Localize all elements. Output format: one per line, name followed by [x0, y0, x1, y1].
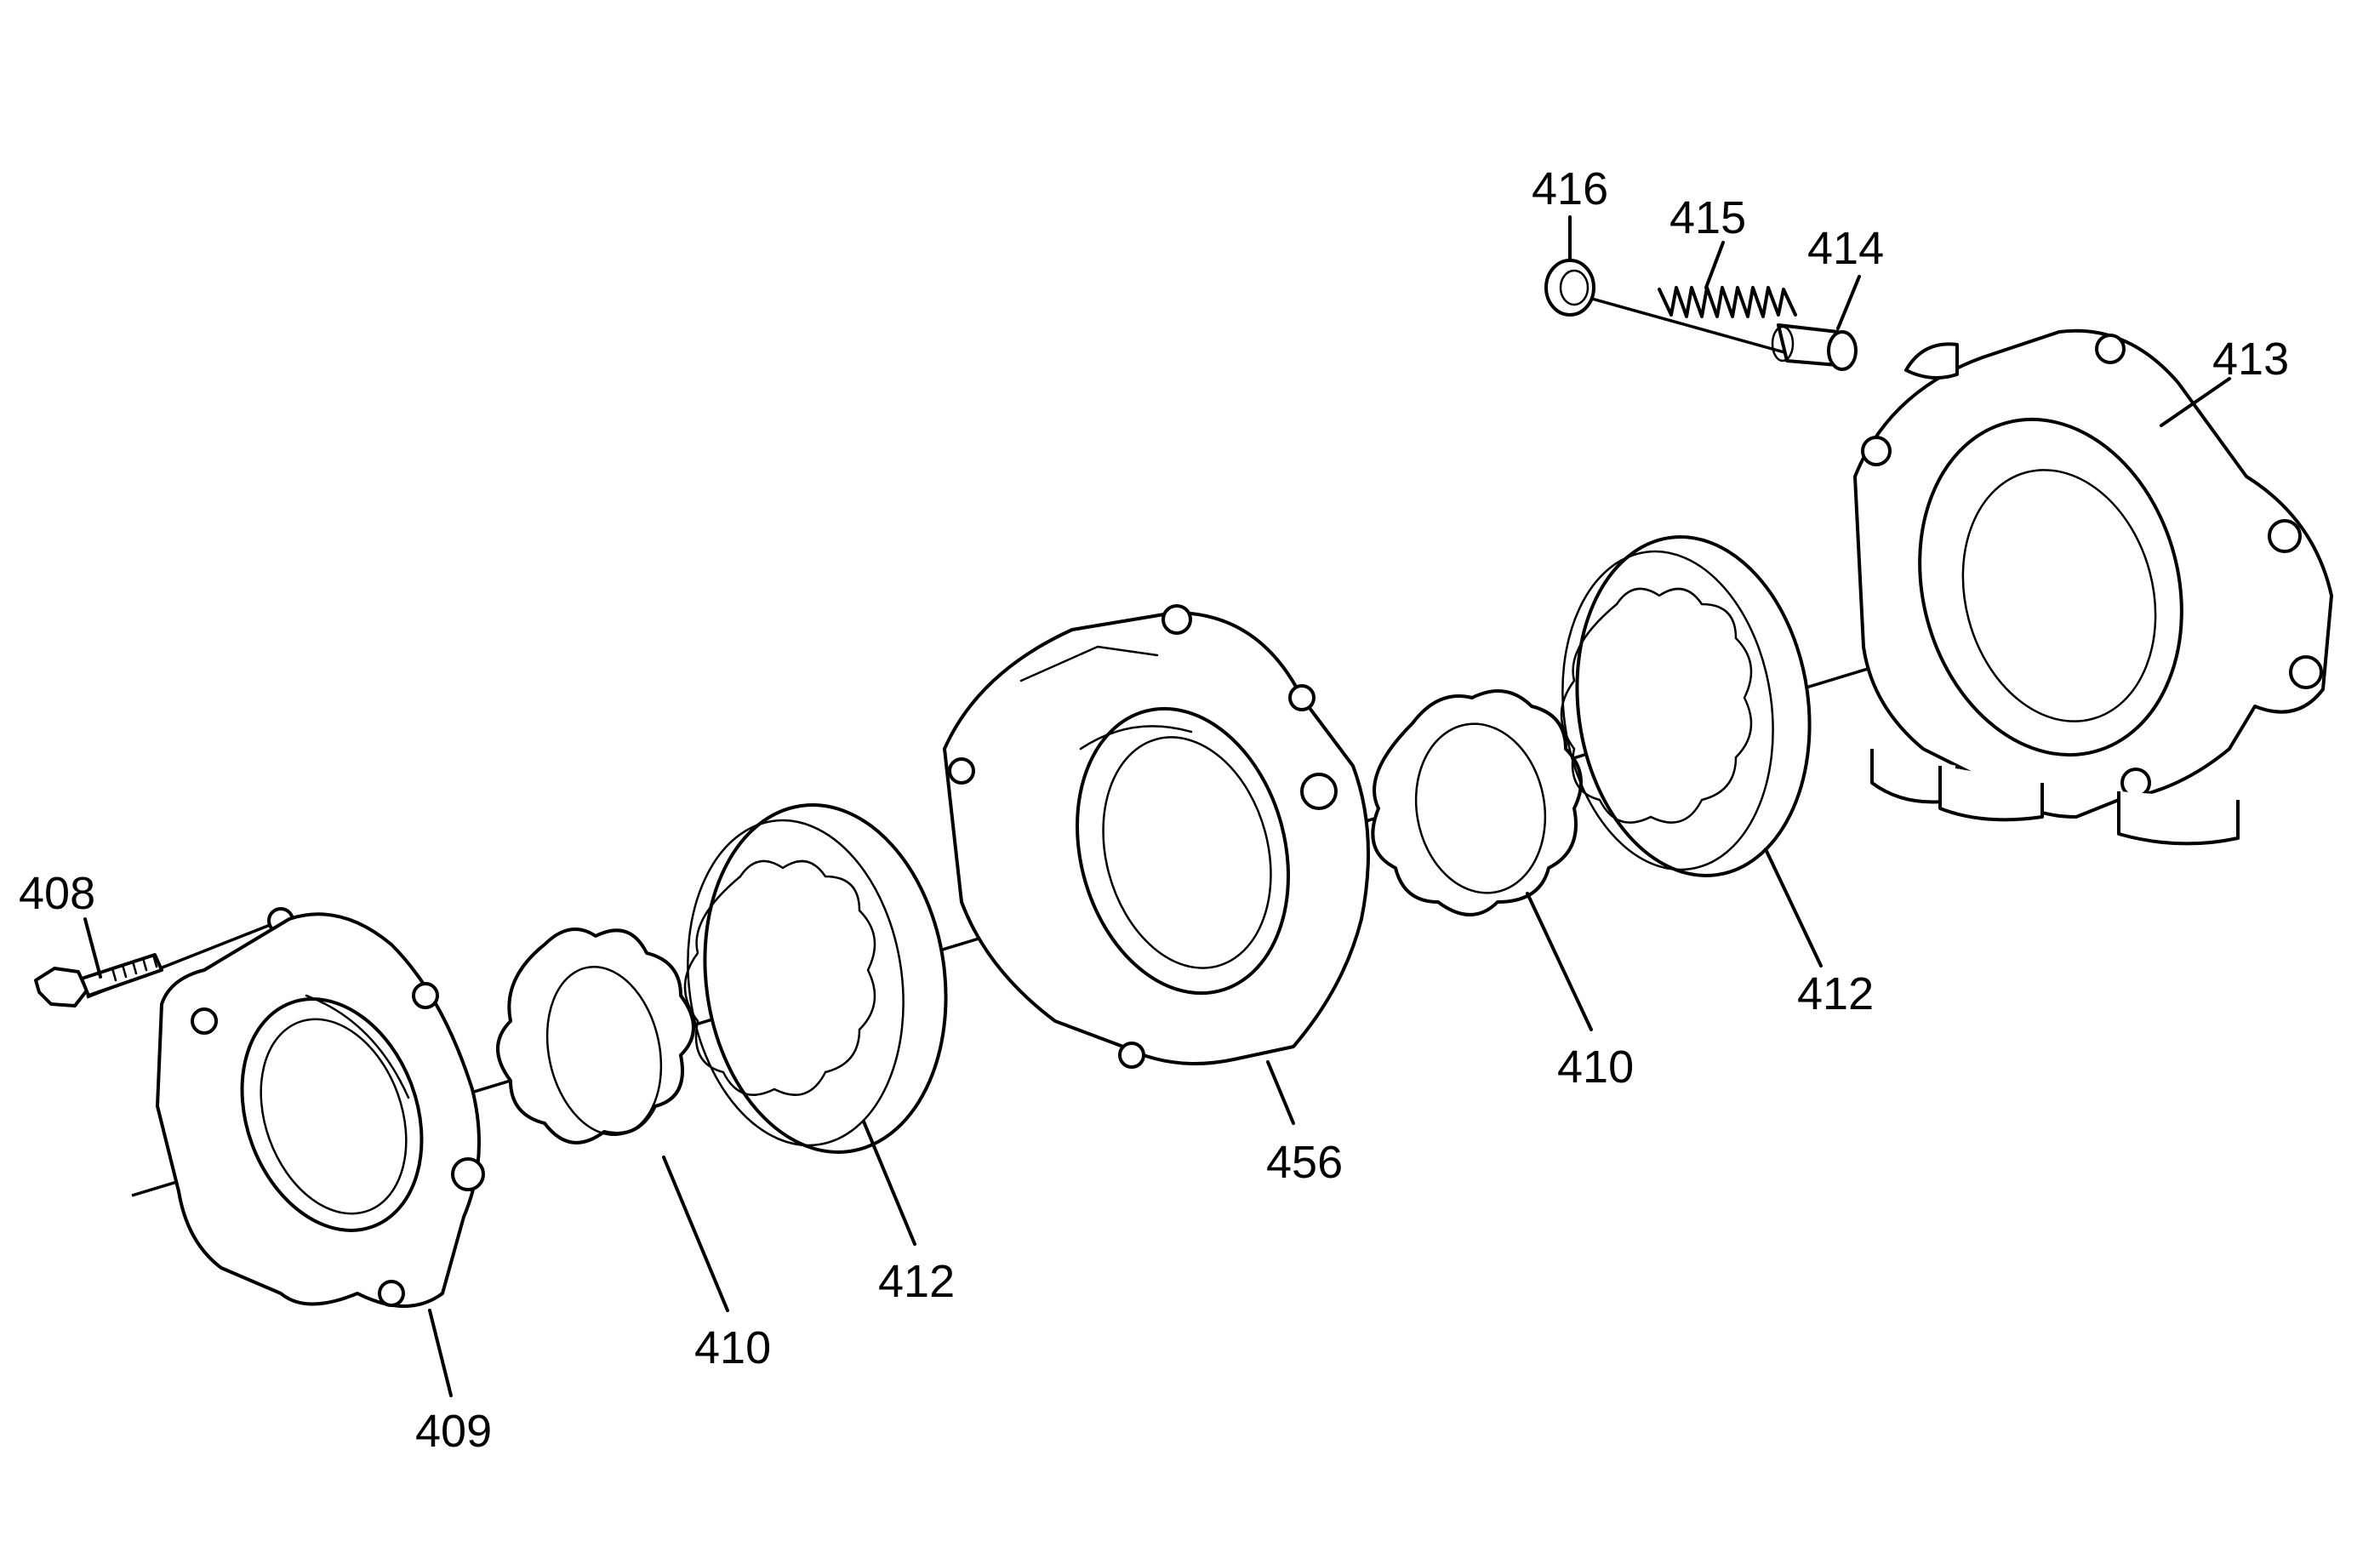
leader-lines	[83, 215, 2231, 1397]
pump-body-456	[943, 604, 1370, 1069]
pump-housing-413	[1853, 328, 2333, 846]
outer-rotor-412-left	[683, 803, 948, 1154]
plug-416	[1544, 259, 1595, 317]
callout-412-right: 412	[1797, 968, 1874, 1019]
callout-412-left: 412	[878, 1256, 955, 1307]
pump-cover-409	[156, 912, 485, 1308]
callout-408: 408	[19, 868, 95, 919]
bolt-408	[34, 907, 294, 1007]
inner-rotor-410-left	[496, 928, 695, 1144]
spring-415	[1658, 286, 1797, 318]
callout-416: 416	[1532, 163, 1608, 214]
inner-rotor-410-right	[1371, 689, 1583, 916]
callout-414: 414	[1807, 223, 1884, 274]
callout-labels: 408 409 410 412 456 410 412 413 414 415 …	[19, 163, 2289, 1457]
callout-410-right: 410	[1557, 1042, 1634, 1093]
callout-410-left: 410	[694, 1322, 771, 1373]
callout-415: 415	[1669, 192, 1746, 243]
callout-413: 413	[2212, 334, 2289, 385]
callout-456: 456	[1266, 1137, 1343, 1188]
outer-rotor-412-right	[1560, 535, 1812, 877]
callout-409: 409	[415, 1406, 492, 1457]
relief-valve-414	[1771, 323, 1858, 371]
